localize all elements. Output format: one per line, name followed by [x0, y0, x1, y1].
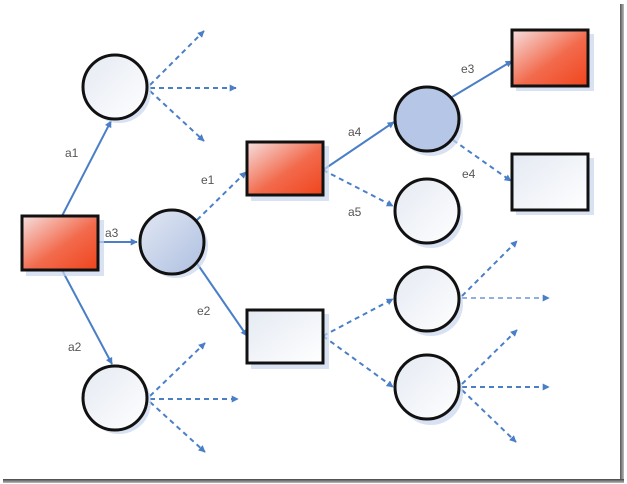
node-a4-circle[interactable]	[393, 85, 461, 153]
open-branch-a2-up	[149, 342, 206, 397]
frame-shadow-bottom	[3, 479, 624, 483]
open-branch-c3-up	[461, 240, 518, 297]
node-a2-circle[interactable]	[81, 364, 149, 432]
edge-a2	[61, 269, 113, 365]
label-e3: e3	[461, 62, 475, 76]
edge-e2	[195, 261, 248, 337]
open-branch-a1-up	[149, 30, 205, 86]
edge-labels: a1 a3 a2 e1 e2 a4 a5 e3 e4	[65, 62, 476, 354]
node-a5-circle[interactable]	[393, 177, 461, 245]
edge-a1	[61, 120, 112, 217]
edge-a4	[322, 121, 395, 171]
edge-e2-c4	[322, 335, 394, 388]
open-branch-c4-down	[461, 389, 517, 443]
label-a5: a5	[348, 205, 362, 219]
label-a1: a1	[65, 146, 79, 160]
node-c3-circle[interactable]	[393, 265, 461, 333]
label-e4: e4	[462, 167, 476, 181]
node-root-rect[interactable]	[20, 214, 100, 272]
edge-e2-c3	[322, 298, 394, 337]
label-a3: a3	[105, 226, 119, 240]
node-e4-rect[interactable]	[510, 152, 590, 212]
nodes-layer	[20, 28, 590, 432]
label-a4: a4	[348, 125, 362, 139]
edge-a5	[322, 169, 394, 207]
edge-e4	[452, 139, 512, 182]
edge-e3	[451, 60, 513, 98]
node-e1-rect[interactable]	[245, 140, 325, 197]
node-a1-circle[interactable]	[81, 53, 149, 121]
frame-shadow-right	[620, 4, 624, 482]
edge-e1	[196, 171, 247, 221]
open-branch-a2-down	[149, 401, 206, 453]
open-branch-a1-down	[149, 90, 205, 142]
node-c4-circle[interactable]	[393, 353, 461, 421]
node-e3-rect[interactable]	[510, 28, 590, 88]
label-a2: a2	[68, 340, 82, 354]
label-e2: e2	[197, 304, 211, 318]
node-a3-circle[interactable]	[138, 208, 206, 276]
label-e1: e1	[201, 173, 215, 187]
edges-layer	[61, 30, 550, 453]
node-e2-rect[interactable]	[245, 308, 325, 365]
open-branch-c4-up	[461, 329, 518, 385]
